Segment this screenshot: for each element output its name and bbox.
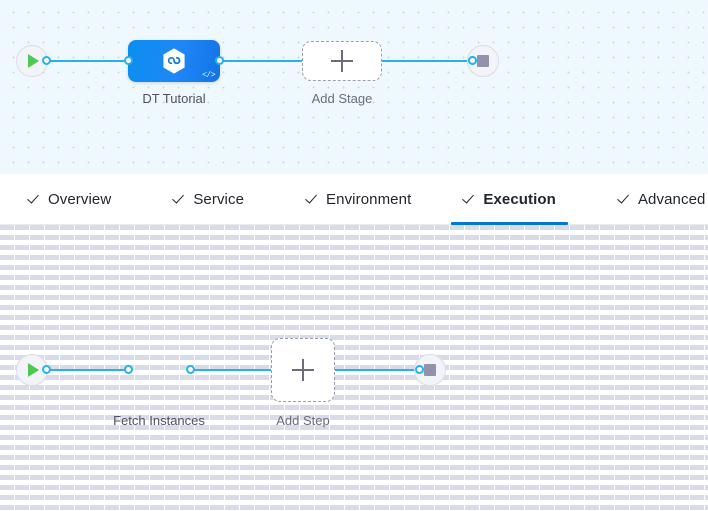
- stage-canvas[interactable]: </> DT Tutorial Add Stage: [0, 0, 708, 174]
- plus-icon: [292, 359, 314, 381]
- tab-overview[interactable]: Overview: [16, 174, 123, 224]
- connector-stage-to-add-stage: [218, 60, 304, 62]
- connector-start-to-step: [46, 369, 132, 371]
- stage-input-port[interactable]: [124, 56, 133, 65]
- tab-advanced[interactable]: Advanced: [606, 174, 708, 224]
- stage-node-dt-tutorial[interactable]: </>: [128, 40, 220, 82]
- step-node-label: Fetch Instances: [113, 413, 205, 428]
- check-icon: [618, 193, 631, 206]
- add-step-label: Add Step: [276, 413, 330, 428]
- connector-add-step-to-end: [334, 369, 420, 371]
- tab-environment[interactable]: Environment: [294, 174, 423, 224]
- stage-node-label: DT Tutorial: [142, 91, 206, 106]
- add-stage-label: Add Stage: [311, 91, 373, 106]
- connector-add-stage-to-end: [380, 60, 474, 62]
- check-icon: [463, 193, 476, 206]
- plus-icon: [331, 50, 353, 72]
- execution-start-output-port[interactable]: [42, 365, 51, 374]
- connector-start-to-stage: [46, 60, 130, 62]
- check-icon: [28, 193, 41, 206]
- tab-service-label: Service: [193, 190, 245, 208]
- start-node-output-port[interactable]: [42, 56, 51, 65]
- tab-execution[interactable]: Execution: [451, 174, 568, 225]
- execution-end-input-port[interactable]: [415, 365, 424, 374]
- harness-hexagon-infinity-icon: [163, 48, 185, 74]
- play-triangle-icon: [28, 54, 39, 68]
- check-icon: [173, 193, 186, 206]
- end-node-port-ring[interactable]: [468, 56, 477, 65]
- stage-output-port[interactable]: [215, 56, 224, 65]
- add-stage-button[interactable]: [302, 41, 382, 81]
- stop-square-icon: [424, 364, 436, 376]
- tab-execution-label: Execution: [483, 190, 556, 208]
- connector-step-to-add-step: [188, 369, 272, 371]
- step-input-port[interactable]: [124, 365, 133, 374]
- stop-square-icon: [477, 55, 489, 67]
- step-output-port[interactable]: [186, 365, 195, 374]
- check-icon: [306, 193, 319, 206]
- execution-canvas[interactable]: </> Fetch Instances Add Step: [0, 225, 708, 511]
- tab-service[interactable]: Service: [161, 174, 256, 224]
- tab-advanced-label: Advanced: [637, 190, 706, 208]
- tab-overview-label: Overview: [48, 190, 112, 208]
- stage-code-badge-icon: </>: [202, 71, 215, 80]
- stage-config-tabs[interactable]: Overview Service Environment Execution A…: [0, 174, 708, 225]
- add-step-button[interactable]: [271, 338, 335, 402]
- tab-environment-label: Environment: [326, 190, 412, 208]
- play-triangle-icon: [28, 363, 39, 377]
